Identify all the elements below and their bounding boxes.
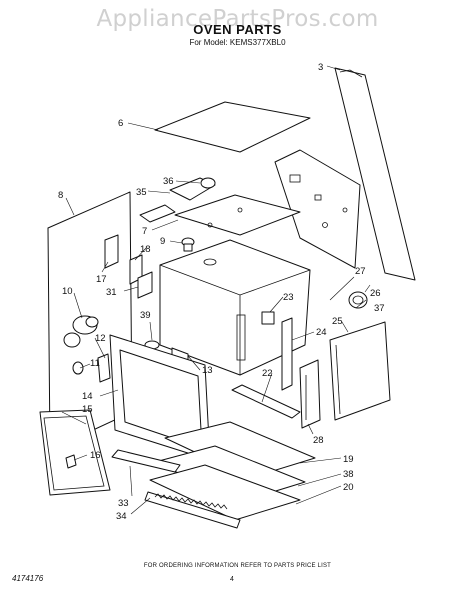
part-7-top-plate bbox=[174, 194, 301, 236]
part-16-clip bbox=[65, 454, 77, 469]
callout-19: 19 bbox=[343, 454, 354, 465]
callout-28: 28 bbox=[313, 435, 324, 446]
callout-16: 16 bbox=[90, 450, 101, 461]
callout-12: 12 bbox=[95, 333, 106, 344]
part-12-hinge bbox=[97, 353, 111, 383]
callout-24: 24 bbox=[316, 327, 327, 338]
part-27-oven-cavity bbox=[159, 239, 311, 376]
callout-13: 13 bbox=[202, 365, 213, 376]
part-right-side-panel bbox=[274, 149, 361, 269]
part-6-top-panel bbox=[154, 101, 311, 153]
part-37-gasket bbox=[348, 291, 368, 309]
callout-25: 25 bbox=[332, 316, 343, 327]
part-10-light-assembly bbox=[63, 315, 99, 348]
callout-26: 26 bbox=[370, 288, 381, 299]
callout-20: 20 bbox=[343, 482, 354, 493]
callout-7: 7 bbox=[142, 226, 147, 237]
document-number: 4174176 bbox=[12, 574, 44, 583]
watermark: AppliancePartsPros.com bbox=[96, 6, 379, 32]
part-31-bracket bbox=[137, 271, 153, 299]
callout-8: 8 bbox=[58, 190, 63, 201]
leader-lines bbox=[61, 65, 371, 515]
model-subtitle: For Model: KEMS377XBL0 bbox=[189, 38, 286, 47]
ordering-note: FOR ORDERING INFORMATION REFER TO PARTS … bbox=[143, 563, 332, 569]
callout-39: 39 bbox=[140, 310, 151, 321]
part-25-side-panel bbox=[329, 321, 391, 421]
part-23-sensor bbox=[261, 311, 275, 325]
part-9-thermostat bbox=[181, 237, 195, 252]
part-15-door-gasket bbox=[39, 409, 111, 496]
part-22-rail bbox=[231, 384, 301, 419]
callout-15: 15 bbox=[82, 404, 93, 415]
callout-23: 23 bbox=[283, 292, 294, 303]
part-36-vent-duct bbox=[139, 177, 216, 223]
callout-9: 9 bbox=[160, 236, 165, 247]
callout-27: 27 bbox=[355, 266, 366, 277]
part-3-rear-panel bbox=[334, 67, 416, 281]
part-11-bulb bbox=[72, 361, 84, 375]
callout-33: 33 bbox=[118, 498, 129, 509]
callout-3: 3 bbox=[318, 62, 323, 73]
callout-17: 17 bbox=[96, 274, 107, 285]
part-20-bottom-panel bbox=[149, 464, 301, 521]
callout-35: 35 bbox=[136, 187, 147, 198]
callout-38: 38 bbox=[343, 469, 354, 480]
callout-6: 6 bbox=[118, 118, 123, 129]
callout-36: 36 bbox=[163, 176, 174, 187]
callout-18: 18 bbox=[140, 244, 151, 255]
callout-10: 10 bbox=[62, 286, 73, 297]
page-title: OVEN PARTS bbox=[193, 22, 282, 37]
page-number: 4 bbox=[230, 576, 234, 583]
callout-31: 31 bbox=[106, 287, 117, 298]
callout-34: 34 bbox=[116, 511, 127, 522]
part-33-trim bbox=[111, 449, 181, 473]
callout-numbers: 3 6 36 35 8 7 9 18 17 31 10 27 26 37 23 … bbox=[58, 62, 385, 522]
part-24-vertical-bracket bbox=[281, 317, 293, 391]
part-28-hinge bbox=[299, 359, 321, 429]
callout-22: 22 bbox=[262, 368, 273, 379]
part-17-bracket bbox=[104, 234, 119, 269]
callout-11: 11 bbox=[90, 358, 100, 369]
callout-37: 37 bbox=[374, 303, 385, 314]
callout-14: 14 bbox=[82, 391, 93, 402]
part-34-vent-grille bbox=[144, 491, 241, 529]
part-14-front-frame bbox=[109, 334, 211, 461]
